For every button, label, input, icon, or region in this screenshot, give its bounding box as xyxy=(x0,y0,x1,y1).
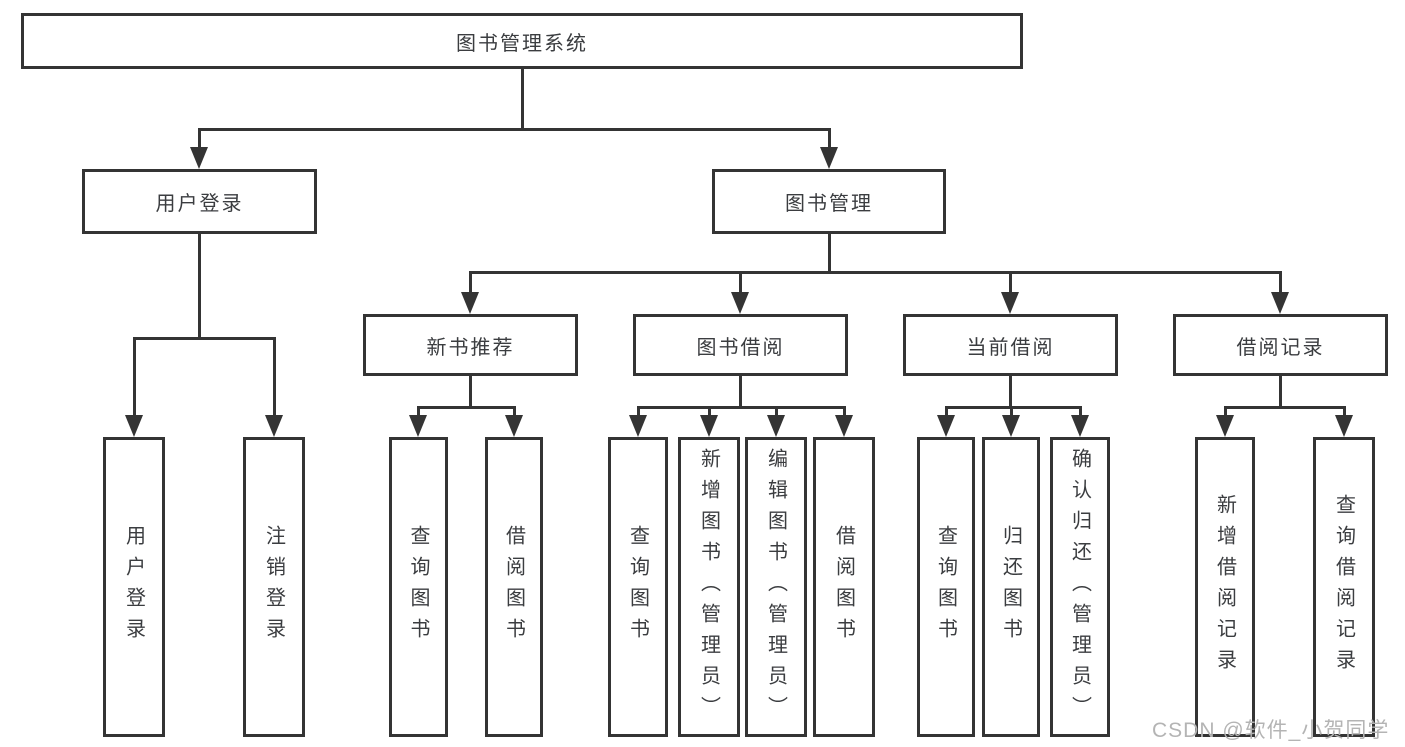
leaf-logout: 注销登录 xyxy=(243,437,305,737)
connector-arrowhead xyxy=(700,415,718,437)
connector-arrowhead xyxy=(1001,292,1019,314)
connector-line xyxy=(197,128,831,131)
connector-line xyxy=(132,337,136,419)
connector-arrowhead xyxy=(125,415,143,437)
connector-line xyxy=(272,337,276,419)
leaf-borrow-books-recommend: 借阅图书 xyxy=(485,437,543,737)
leaf-return-books: 归还图书 xyxy=(982,437,1040,737)
connector-line xyxy=(738,376,742,409)
connector-line xyxy=(197,234,201,340)
connector-line xyxy=(132,337,276,340)
node-current-borrowing: 当前借阅 xyxy=(903,314,1118,376)
connector-arrowhead xyxy=(409,415,427,437)
connector-line xyxy=(1078,406,1082,419)
node-book-borrowing: 图书借阅 xyxy=(633,314,848,376)
connector-arrowhead xyxy=(1071,415,1089,437)
connector-line xyxy=(1009,406,1013,419)
connector-line xyxy=(1008,271,1012,296)
connector-arrowhead xyxy=(835,415,853,437)
node-root-library-management-system: 图书管理系统 xyxy=(21,13,1023,69)
connector-arrowhead xyxy=(1271,292,1289,314)
connector-line xyxy=(944,406,948,419)
connector-line xyxy=(842,406,846,419)
leaf-add-book-admin: 新增图书（管理员） xyxy=(678,437,740,737)
leaf-query-books-recommend: 查询图书 xyxy=(389,437,448,737)
leaf-query-books-current: 查询图书 xyxy=(917,437,975,737)
connector-line xyxy=(520,69,524,131)
connector-line xyxy=(416,406,516,409)
leaf-query-books-borrowing: 查询图书 xyxy=(608,437,668,737)
connector-line xyxy=(416,406,420,419)
connector-arrowhead xyxy=(767,415,785,437)
connector-line xyxy=(1008,376,1012,409)
connector-line xyxy=(1223,406,1227,419)
node-user-login: 用户登录 xyxy=(82,169,317,234)
connector-arrowhead xyxy=(265,415,283,437)
connector-line xyxy=(1223,406,1346,409)
connector-line xyxy=(512,406,516,419)
leaf-user-login: 用户登录 xyxy=(103,437,165,737)
connector-arrowhead xyxy=(731,292,749,314)
connector-arrowhead xyxy=(1002,415,1020,437)
connector-line xyxy=(774,406,778,419)
connector-line xyxy=(827,234,831,274)
leaf-borrow-books-borrowing: 借阅图书 xyxy=(813,437,875,737)
connector-arrowhead xyxy=(505,415,523,437)
connector-line xyxy=(1342,406,1346,419)
node-book-management: 图书管理 xyxy=(712,169,946,234)
connector-line xyxy=(1278,376,1282,409)
connector-line xyxy=(636,406,640,419)
connector-arrowhead xyxy=(1335,415,1353,437)
connector-line xyxy=(468,271,1282,274)
connector-arrowhead xyxy=(820,147,838,169)
connector-arrowhead xyxy=(1216,415,1234,437)
node-borrowing-records: 借阅记录 xyxy=(1173,314,1388,376)
connector-line xyxy=(827,128,831,151)
connector-line xyxy=(707,406,711,419)
connector-line xyxy=(636,406,846,409)
connector-arrowhead xyxy=(190,147,208,169)
connector-line xyxy=(738,271,742,296)
connector-line xyxy=(197,128,201,151)
csdn-watermark: CSDN @软件_小贺同学 xyxy=(1152,719,1390,742)
connector-line xyxy=(944,406,1082,409)
connector-line xyxy=(468,271,472,296)
connector-arrowhead xyxy=(937,415,955,437)
connector-line xyxy=(468,376,472,409)
leaf-add-borrow-record: 新增借阅记录 xyxy=(1195,437,1255,737)
node-new-book-recommendation: 新书推荐 xyxy=(363,314,578,376)
connector-line xyxy=(1278,271,1282,296)
leaf-confirm-return-admin: 确认归还（管理员） xyxy=(1050,437,1110,737)
connector-arrowhead xyxy=(629,415,647,437)
leaf-edit-book-admin: 编辑图书（管理员） xyxy=(745,437,807,737)
connector-arrowhead xyxy=(461,292,479,314)
leaf-query-borrow-record: 查询借阅记录 xyxy=(1313,437,1375,737)
